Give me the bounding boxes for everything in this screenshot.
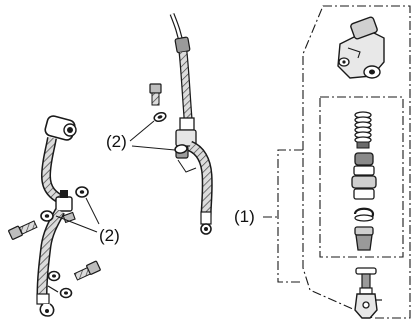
circlip: [353, 207, 375, 222]
lower-callout-leaders: [55, 197, 100, 233]
upper-banjo-bolt: [149, 83, 162, 106]
piston: [351, 165, 377, 200]
master-cylinder-body: [337, 16, 385, 79]
callout-label-master-cylinder: (1): [234, 207, 255, 226]
primary-cup: [354, 152, 374, 166]
left-sealing-washers: [40, 186, 89, 299]
push-rod-clevis: [354, 267, 382, 319]
left-banjo-bolts: [8, 211, 101, 281]
callout-label-washer-lower: (2): [99, 226, 120, 245]
callout-label-washer-upper: (2): [106, 132, 127, 151]
upper-brake-hose: [169, 13, 213, 235]
assembly-bracket: [263, 149, 303, 283]
piston-spring: [354, 111, 372, 149]
dust-boot: [354, 226, 374, 251]
assembly-boundary: [302, 5, 411, 319]
upper-callout-leaders: [129, 120, 176, 151]
upper-sealing-washers: [153, 111, 188, 154]
left-brake-hose: [36, 115, 77, 317]
